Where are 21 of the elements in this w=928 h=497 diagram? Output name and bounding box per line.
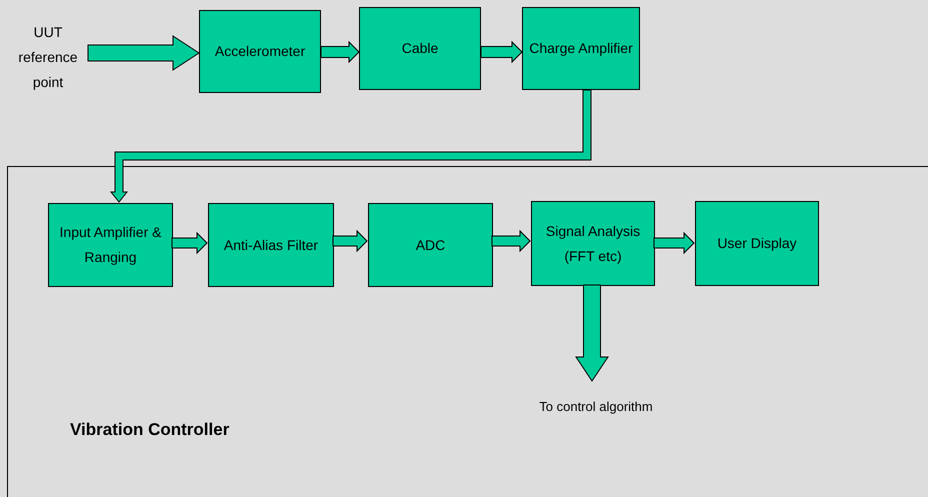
output-label: To control algorithm [511, 382, 681, 416]
input-label: UUT reference point [8, 20, 88, 94]
process-box: Accelerometer [199, 10, 321, 93]
block-arrow [88, 35, 200, 71]
block-arrow [480, 40, 523, 64]
block-arrow [320, 40, 360, 64]
panel-heading: Vibration Controller [70, 419, 230, 441]
process-box: User Display [695, 201, 819, 286]
block-arrow [172, 232, 208, 254]
block-arrow [332, 230, 368, 252]
process-box: Signal Analysis (FFT etc) [531, 201, 655, 286]
process-box: Charge Amplifier [522, 7, 640, 90]
process-box: Input Amplifier & Ranging [48, 203, 173, 287]
block-arrow [492, 230, 531, 252]
block-arrow [654, 232, 695, 254]
block-arrow [110, 90, 592, 203]
process-box: ADC [368, 203, 493, 287]
block-arrow [575, 284, 609, 382]
process-box: Cable [359, 7, 481, 90]
controller-panel [7, 166, 928, 497]
process-box: Anti-Alias Filter [208, 203, 334, 287]
